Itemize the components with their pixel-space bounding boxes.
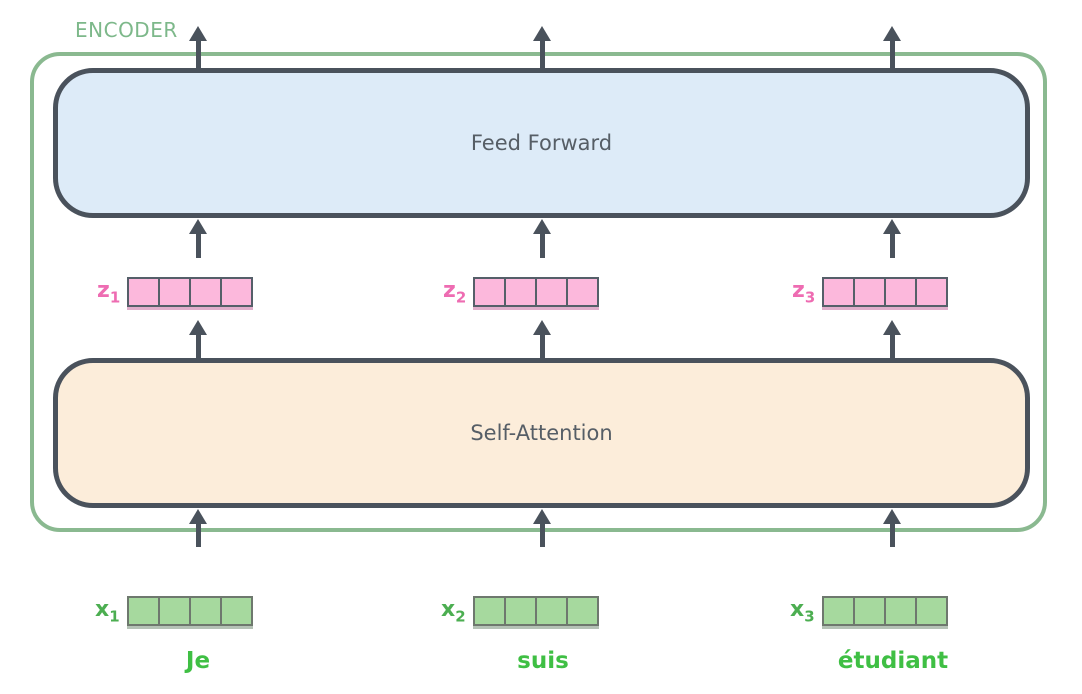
z3-vector: z3	[792, 277, 949, 307]
vector-cell	[883, 596, 917, 626]
arrow-up-icon	[189, 26, 207, 68]
z2-vector: z2	[443, 277, 600, 307]
feed-forward-label: Feed Forward	[470, 131, 613, 155]
z1-label: z1	[97, 277, 121, 307]
z3-label: z3	[792, 277, 816, 307]
x3-cells	[821, 596, 948, 626]
x1-label: x1	[95, 596, 120, 626]
arrow-up-icon	[883, 219, 901, 258]
arrow-up-icon	[533, 219, 551, 258]
vector-cell	[472, 596, 506, 626]
arrow-up-icon	[189, 219, 207, 258]
vector-cell	[853, 277, 887, 307]
feed-forward-block: Feed Forward	[53, 68, 1030, 218]
x2-cells	[472, 596, 599, 626]
x1-vector: x1	[95, 596, 253, 626]
z3-cells	[822, 277, 949, 307]
self-attention-block: Self-Attention	[53, 358, 1030, 508]
vector-cell	[188, 596, 222, 626]
vector-cell	[504, 277, 538, 307]
x2-label: x2	[441, 596, 466, 626]
z2-cells	[473, 277, 600, 307]
z1-cells	[127, 277, 254, 307]
x1-cells	[126, 596, 253, 626]
arrow-up-icon	[883, 320, 901, 358]
vector-cell	[219, 596, 253, 626]
arrow-up-icon	[883, 26, 901, 68]
input-word-1: Je	[185, 648, 211, 674]
input-word-3: étudiant	[837, 648, 949, 674]
vector-cell	[126, 596, 160, 626]
x3-vector: x3	[790, 596, 948, 626]
arrow-up-icon	[533, 320, 551, 358]
self-attention-label: Self-Attention	[470, 421, 613, 445]
encoder-container-outline	[30, 52, 1047, 532]
x2-vector: x2	[441, 596, 599, 626]
vector-cell	[157, 596, 191, 626]
vector-cell	[915, 277, 949, 307]
vector-cell	[503, 596, 537, 626]
vector-cell	[220, 277, 254, 307]
arrow-up-icon	[883, 509, 901, 547]
vector-cell	[821, 596, 855, 626]
arrow-up-icon	[533, 26, 551, 68]
input-word-2: suis	[517, 648, 569, 674]
vector-cell	[566, 277, 600, 307]
x3-label: x3	[790, 596, 815, 626]
vector-cell	[822, 277, 856, 307]
encoder-title: ENCODER	[75, 18, 178, 42]
vector-cell	[914, 596, 948, 626]
arrow-up-icon	[189, 320, 207, 358]
z2-label: z2	[443, 277, 467, 307]
vector-cell	[565, 596, 599, 626]
vector-cell	[534, 596, 568, 626]
vector-cell	[158, 277, 192, 307]
z1-vector: z1	[97, 277, 254, 307]
vector-cell	[189, 277, 223, 307]
vector-cell	[884, 277, 918, 307]
vector-cell	[852, 596, 886, 626]
arrow-up-icon	[533, 509, 551, 547]
vector-cell	[473, 277, 507, 307]
vector-cell	[127, 277, 161, 307]
vector-cell	[535, 277, 569, 307]
arrow-up-icon	[189, 509, 207, 547]
